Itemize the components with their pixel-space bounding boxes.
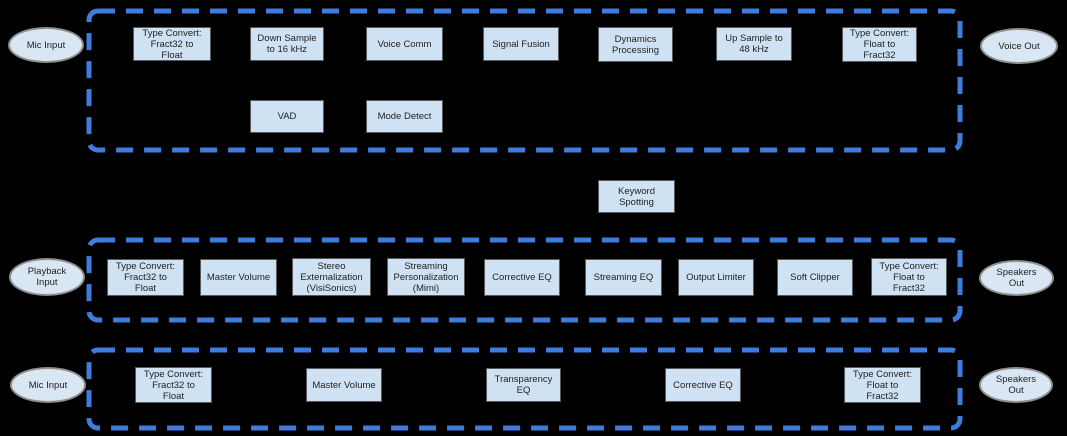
block-down-sample-16khz: Down Sample to 16 kHz	[250, 27, 324, 61]
block-output-limiter: Output Limiter	[678, 259, 754, 296]
block-mode-detect: Mode Detect	[366, 100, 443, 133]
block-dynamics-processing: Dynamics Processing	[598, 27, 673, 62]
block-master-volume: Master Volume	[306, 368, 382, 402]
block-soft-clipper: Soft Clipper	[777, 259, 853, 296]
terminal-playback-input: Playback Input	[9, 258, 85, 296]
block-type-convert-float-to-fract32: Type Convert: Float to Fract32	[842, 27, 917, 62]
block-corrective-eq: Corrective EQ	[665, 368, 741, 402]
block-master-volume: Master Volume	[200, 259, 277, 296]
terminal-speakers-out-bottom: Speakers Out	[979, 367, 1053, 403]
terminal-mic-input-top: Mic Input	[8, 27, 84, 63]
block-type-convert-float-to-fract32: Type Convert: Float to Fract32	[844, 367, 921, 403]
block-up-sample-48khz: Up Sample to 48 kHz	[716, 27, 792, 61]
block-transparency-eq: Transparency EQ	[486, 368, 561, 402]
terminal-speakers-out-middle: Speakers Out	[979, 260, 1054, 296]
block-corrective-eq: Corrective EQ	[484, 259, 560, 296]
block-streaming-eq: Streaming EQ	[585, 259, 662, 296]
block-type-convert-float-to-fract32: Type Convert: Float to Fract32	[871, 258, 947, 296]
block-voice-comm: Voice Comm	[366, 27, 443, 61]
block-streaming-personalization: Streaming Personalization (Mimi)	[387, 258, 465, 296]
block-type-convert-fract32-to-float: Type Convert: Fract32 to Float	[135, 367, 212, 403]
block-vad: VAD	[250, 100, 324, 133]
terminal-mic-input-bottom: Mic Input	[10, 367, 86, 403]
block-stereo-externalization: Stereo Externalization (VisiSonics)	[292, 258, 371, 296]
block-signal-fusion: Signal Fusion	[483, 27, 559, 61]
block-type-convert-fract32-to-float: Type Convert: Fract32 to Float	[107, 259, 184, 296]
terminal-voice-out: Voice Out	[980, 28, 1058, 64]
block-type-convert-fract32-to-float: Type Convert: Fract32 to Float	[133, 27, 211, 61]
block-keyword-spotting: Keyword Spotting	[598, 180, 675, 213]
